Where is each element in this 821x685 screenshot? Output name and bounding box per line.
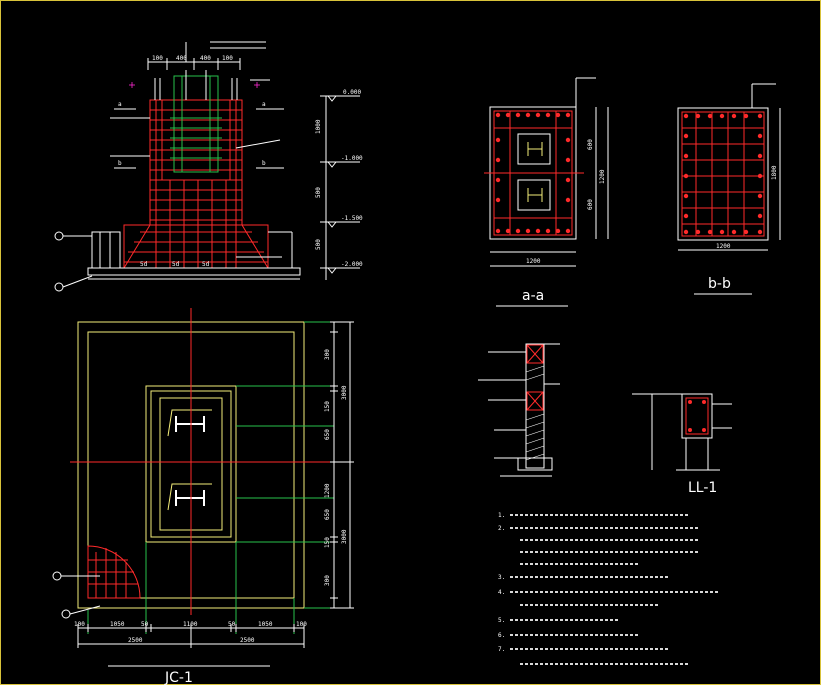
elev-vdim-1: 1000 bbox=[315, 119, 322, 134]
svg-text:5d: 5d bbox=[202, 261, 210, 268]
note-num-7: 7. bbox=[498, 646, 505, 653]
elev-dim-2: 400 bbox=[176, 55, 187, 62]
plan-dim-b2: 1050 bbox=[110, 621, 125, 628]
plan-dim-total-ra: 3000 bbox=[341, 385, 348, 400]
elev-dim-1: 100 bbox=[152, 55, 163, 62]
note-num-2: 2. bbox=[498, 525, 505, 532]
sec-a-dim-r2: 1200 bbox=[599, 169, 606, 184]
elev-tag-b-right: b bbox=[262, 160, 266, 167]
section-a-a: 1200 600 1200 600 a-a bbox=[484, 77, 609, 307]
note-num-3: 3. bbox=[498, 574, 505, 581]
note-num-1: 1. bbox=[498, 512, 505, 519]
sec-b-dim-r1: 1800 bbox=[771, 165, 778, 180]
plan-dim-r2: 150 bbox=[324, 401, 331, 412]
svg-text:5d: 5d bbox=[172, 261, 180, 268]
level-mid: -1.000 bbox=[341, 155, 363, 162]
elev-vdim-2: 500 bbox=[315, 187, 322, 198]
elev-dim-4: 100 bbox=[222, 55, 233, 62]
plan-dim-b6: 1050 bbox=[258, 621, 273, 628]
sec-b-dim-bottom: 1200 bbox=[716, 243, 731, 250]
title-section-b: b-b bbox=[708, 276, 731, 292]
section-b-b: 1200 1800 b-b bbox=[677, 83, 781, 295]
elevation-view: 100 400 400 100 bbox=[54, 41, 363, 292]
title-jc1: JC-1 bbox=[164, 670, 193, 685]
elev-vdim-3: 500 bbox=[315, 239, 322, 250]
plan-dim-b7: 100 bbox=[296, 621, 307, 628]
elev-tag-b-left: b bbox=[118, 160, 122, 167]
plan-dim-r7: 300 bbox=[324, 575, 331, 586]
level-top: 0.000 bbox=[343, 89, 361, 96]
plan-dim-b1: 100 bbox=[74, 621, 85, 628]
svg-text:5d: 5d bbox=[140, 261, 148, 268]
plan-dim-r1: 300 bbox=[324, 349, 331, 360]
sec-a-dim-r1: 600 bbox=[587, 139, 594, 150]
elev-dim-3: 400 bbox=[200, 55, 211, 62]
level-low: -1.500 bbox=[341, 215, 363, 222]
plan-dim-b4: 1100 bbox=[183, 621, 198, 628]
plan-dim-total-right: 2500 bbox=[240, 637, 255, 644]
elev-tag-a-right: a bbox=[262, 101, 266, 108]
level-bottom: -2.000 bbox=[341, 261, 363, 268]
plan-dim-b5: 50 bbox=[228, 621, 236, 628]
plan-dim-r4: 1200 bbox=[324, 483, 331, 498]
plan-dim-b3: 50 bbox=[141, 621, 149, 628]
plan-view: 100 1050 50 1100 50 1050 100 2500 2500 3… bbox=[52, 308, 354, 685]
note-num-5: 5. bbox=[498, 617, 505, 624]
elev-tag-a-left: a bbox=[118, 101, 122, 108]
note-num-6: 6. bbox=[498, 632, 505, 639]
beam-ll1: LL-1 bbox=[632, 393, 732, 496]
title-ll1: LL-1 bbox=[688, 480, 717, 496]
plan-dim-r5: 650 bbox=[324, 509, 331, 520]
plan-dim-total-rb: 3000 bbox=[341, 529, 348, 544]
wall-section bbox=[478, 343, 560, 477]
note-num-4: 4. bbox=[498, 589, 505, 596]
sec-a-dim-bottom: 1200 bbox=[526, 258, 541, 265]
plan-dim-r3: 650 bbox=[324, 429, 331, 440]
sec-a-dim-r3: 600 bbox=[587, 199, 594, 210]
plan-dim-r6: 150 bbox=[324, 537, 331, 548]
title-section-a: a-a bbox=[522, 288, 544, 304]
plan-dim-total-left: 2500 bbox=[128, 637, 143, 644]
general-notes: 1. 2. 3. 4. 5. 6. 7. bbox=[498, 512, 720, 665]
